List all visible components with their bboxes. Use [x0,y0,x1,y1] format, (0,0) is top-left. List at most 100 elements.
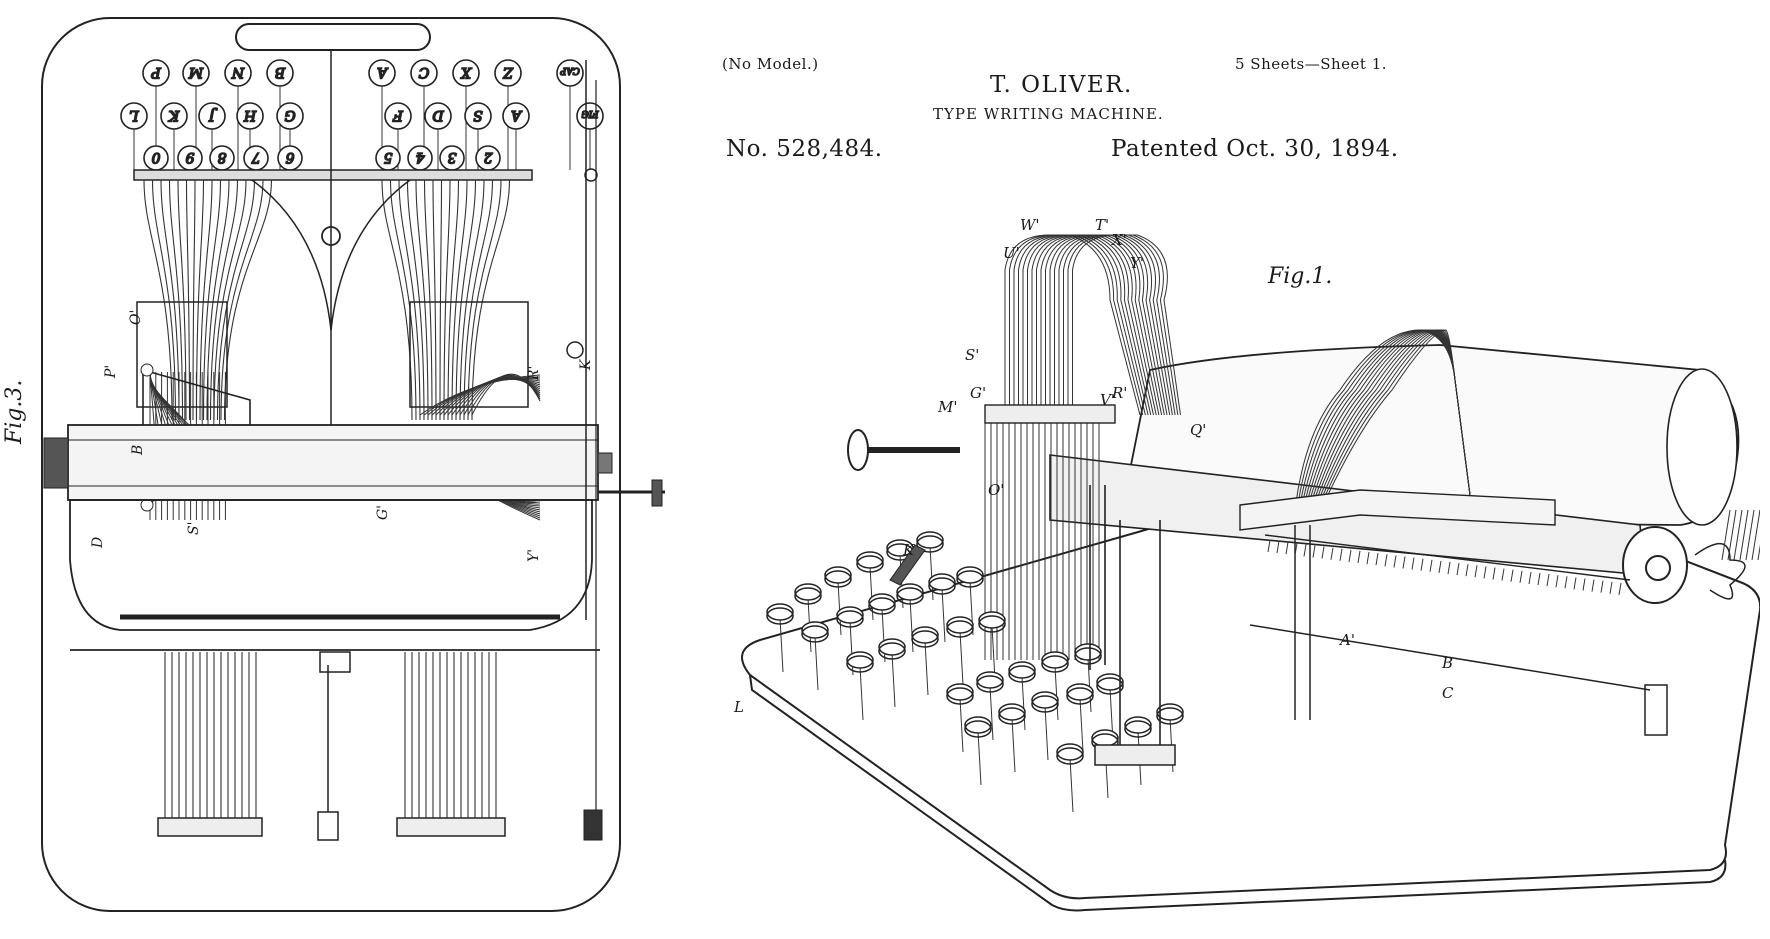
fig3-wire-left-3 [168,179,184,421]
fig1-key-3 [856,551,884,569]
fig1-drawing: W'T'X'U'Y'S'V'R'Q'M'G'O'KBA'CL [733,216,1760,912]
fig3-part-letter-7: Y' [526,549,542,562]
fig1-key-30 [1156,703,1184,721]
fig1-key-21 [1074,643,1102,661]
fig1-keyboard [766,531,1184,813]
fig1-part-letter-15: C [1442,684,1454,702]
fig3-wire-left-13 [216,179,256,421]
fig1-type-bar-right-13 [1320,329,1471,511]
fig3-crank [651,479,663,507]
fig3-wire-left-2 [160,179,180,421]
fig3-cylinder [69,499,593,631]
fig3-part-letter-1: P' [103,365,119,379]
fig3-part-letter-8: D [90,537,106,549]
fig3-row2-key-label-1: K [167,107,180,123]
fig3-wire-right-13 [463,179,494,421]
fig3-part-letter-6: K [578,358,594,371]
fig1-key-29 [1124,716,1152,734]
fig3-row3-key-label-3: 7 [251,149,260,165]
fig1-type-bar-right-2 [1298,329,1471,511]
fig1-key-10 [928,573,956,591]
fig3-row3-key-label-4: 6 [285,149,294,165]
fig1-type-bar-right-7 [1308,329,1471,511]
fig3-row3-key-label-0: 0 [151,149,160,165]
fig3-label: Fig.3. [2,379,27,444]
fig3-wire-right-2 [398,179,421,421]
fig3-row1-key-label-4: A [377,64,389,80]
fig1-key-12 [846,651,874,669]
fig1-type-bar-right-1 [1296,329,1471,511]
fig3-center-ring [321,226,341,246]
fig3-wire-right-4 [415,179,429,421]
fig3-wire-right-14 [467,179,502,421]
fig1-part-letter-11: O' [988,481,1004,499]
inventor-name: T. OLIVER. [990,72,1133,98]
fig1-part-letter-4: Y' [1130,254,1144,272]
fig3-wire-left-0 [143,179,173,421]
fig3-platen-knob-right [597,452,613,474]
fig3-row1-key-label-5: C [418,64,429,80]
fig3-row2-key-label-0: L [129,107,139,123]
fig1-type-bar-right-12 [1318,329,1471,511]
fig1-key-23 [998,703,1026,721]
fig3-handle-slot [235,23,431,51]
fig1-part-letter-7: R' [1111,384,1127,402]
fig1-key-11 [956,566,984,584]
fig3-wire-right-8 [443,179,451,421]
fig1-part-letter-8: Q' [1190,421,1206,439]
fig3-row1-key-label-6: X [460,64,472,80]
fig1-type-bar-right-5 [1304,329,1471,511]
fig3-center-weight [317,811,339,841]
fig3-wire-left-5 [185,179,191,421]
fig1-key-5 [916,531,944,549]
fig1-part-letter-9: M' [937,398,957,416]
fig3-platen [67,424,599,501]
fig1-key-7 [836,606,864,624]
fig1-part-letter-13: B [1441,654,1453,672]
fig3-row3-key-label-2: 8 [217,149,226,165]
fig3-bottom-rods [164,652,497,818]
fig1-type-bar-right-9 [1312,329,1471,511]
fig3-row1-key-label-3: B [275,64,286,80]
fig3-wire-left-1 [151,179,177,421]
fig3-wire-right-1 [389,179,417,421]
fig3-row2-key-label-3: H [243,107,257,123]
fig3-row1-key-label-8: CAP [559,65,579,75]
fig1-part-letter-16: L [733,698,744,716]
fig1-type-bar-right-8 [1310,329,1471,511]
fig1-part-letter-10: G' [970,384,986,402]
fig3-row1-key-label-7: Z [503,64,514,80]
fig1-frame-foot [1094,744,1176,766]
fig3-wire-left-7 [195,179,205,421]
fig3-center-block [319,651,351,673]
fig3-row3-key-label-7: 3 [447,149,456,165]
fig3-wire-right-0 [381,179,413,421]
fig3-key-bar [133,169,533,181]
fig1-key-9 [896,583,924,601]
fig1-base-plate [741,519,1760,900]
sheet-note: 5 Sheets—Sheet 1. [1235,55,1388,73]
fig3-wire-left-15 [223,179,273,421]
fig3-row3-key-label-5: 5 [383,149,392,165]
fig3-row2-key-label-7: S [473,107,483,123]
fig1-type-bar-right-6 [1306,329,1471,511]
fig1-part-letters: W'T'X'U'Y'S'V'R'Q'M'G'O'KBA'CL [733,216,1454,716]
fig1-key-0 [766,603,794,621]
fig1-key-26 [1096,673,1124,691]
fig1-part-letter-1: T' [1095,216,1109,234]
fig3-wire-right-9 [447,179,460,421]
fig1-key-28 [1091,729,1119,747]
fig3-bottom-bar-right [396,817,506,837]
fig3-part-letter-5: R' [526,366,542,381]
fig3-wire-right-10 [451,179,468,421]
fig3-guide-arc-left [251,179,332,331]
fig3-wire-right-11 [455,179,477,421]
fig3-wire-right-5 [423,179,433,421]
fig1-key-17 [946,683,974,701]
fig1-key-27 [1056,743,1084,761]
fig1-key-1 [794,583,822,601]
fig1-key-25 [1066,683,1094,701]
fig1-type-bar-right-3 [1300,329,1471,511]
